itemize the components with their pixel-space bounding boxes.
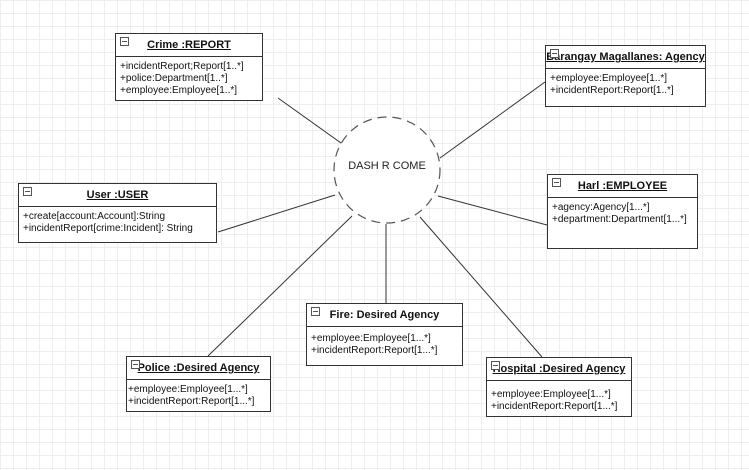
collapse-icon[interactable] bbox=[131, 360, 140, 369]
class-title: Police :Desired Agency bbox=[137, 362, 260, 374]
class-title: Fire: Desired Agency bbox=[329, 309, 440, 321]
class-title: Barangay Magallanes: Agency bbox=[546, 51, 705, 63]
class-attribute: +incidentReport:Report[1..*] bbox=[550, 85, 674, 96]
class-barangay-agency[interactable]: Barangay Magallanes: Agency +employee:Em… bbox=[545, 45, 706, 107]
collapse-icon[interactable] bbox=[23, 187, 32, 196]
class-title: Crime :REPORT bbox=[147, 39, 231, 51]
class-attribute: +incidentReport[crime:Incident]: String bbox=[23, 223, 193, 234]
class-attribute: +police:Department[1..*] bbox=[120, 73, 228, 84]
class-attribute: +employee:Employee[1..*] bbox=[120, 85, 238, 96]
class-attribute: +employee:Employee[1...*] bbox=[128, 384, 248, 395]
class-attribute: +employee:Employee[1...*] bbox=[311, 333, 431, 344]
class-police-agency[interactable]: Police :Desired Agency +employee:Employe… bbox=[126, 356, 271, 412]
link-police bbox=[207, 215, 353, 357]
class-title: User :USER bbox=[86, 189, 149, 201]
class-attribute: +agency:Agency[1...*] bbox=[552, 202, 650, 213]
collapse-icon[interactable] bbox=[552, 178, 561, 187]
class-attribute: +department:Department[1...*] bbox=[552, 214, 687, 225]
class-title: Harl :EMPLOYEE bbox=[577, 180, 668, 192]
link-crime bbox=[277, 97, 349, 149]
class-attribute: +incidentReport:Report[1...*] bbox=[311, 345, 438, 356]
class-attribute: +incidentReport;Report[1..*] bbox=[120, 61, 244, 72]
collapse-icon[interactable] bbox=[120, 37, 129, 46]
class-attribute: +incidentReport:Report[1...*] bbox=[128, 396, 255, 407]
class-user[interactable]: User :USER +create[account:Account]:Stri… bbox=[18, 183, 217, 243]
link-harl bbox=[437, 195, 548, 226]
class-title: Hospital :Desired Agency bbox=[492, 363, 626, 375]
collapse-icon[interactable] bbox=[491, 361, 500, 370]
link-user bbox=[217, 194, 336, 233]
center-label: DASH R COME bbox=[348, 160, 426, 172]
class-attribute: +create[account:Account]:String bbox=[23, 211, 166, 222]
class-fire-agency[interactable]: Fire: Desired Agency +employee:Employee[… bbox=[306, 303, 463, 366]
class-harl-employee[interactable]: Harl :EMPLOYEE +agency:Agency[1...*] +de… bbox=[547, 174, 698, 249]
class-attribute: +employee:Employee[1..*] bbox=[550, 73, 668, 84]
collapse-icon[interactable] bbox=[311, 307, 320, 316]
link-hospital bbox=[419, 216, 543, 358]
link-barangay bbox=[439, 81, 546, 159]
collapse-icon[interactable] bbox=[550, 49, 559, 58]
class-crime-report[interactable]: Crime :REPORT +incidentReport;Report[1..… bbox=[115, 33, 263, 101]
class-attribute: +employee:Employee[1...*] bbox=[491, 389, 611, 400]
class-hospital-agency[interactable]: Hospital :Desired Agency +employee:Emplo… bbox=[486, 357, 632, 417]
center-circle[interactable] bbox=[333, 116, 441, 224]
class-attribute: +incidentReport:Report[1...*] bbox=[491, 401, 618, 412]
